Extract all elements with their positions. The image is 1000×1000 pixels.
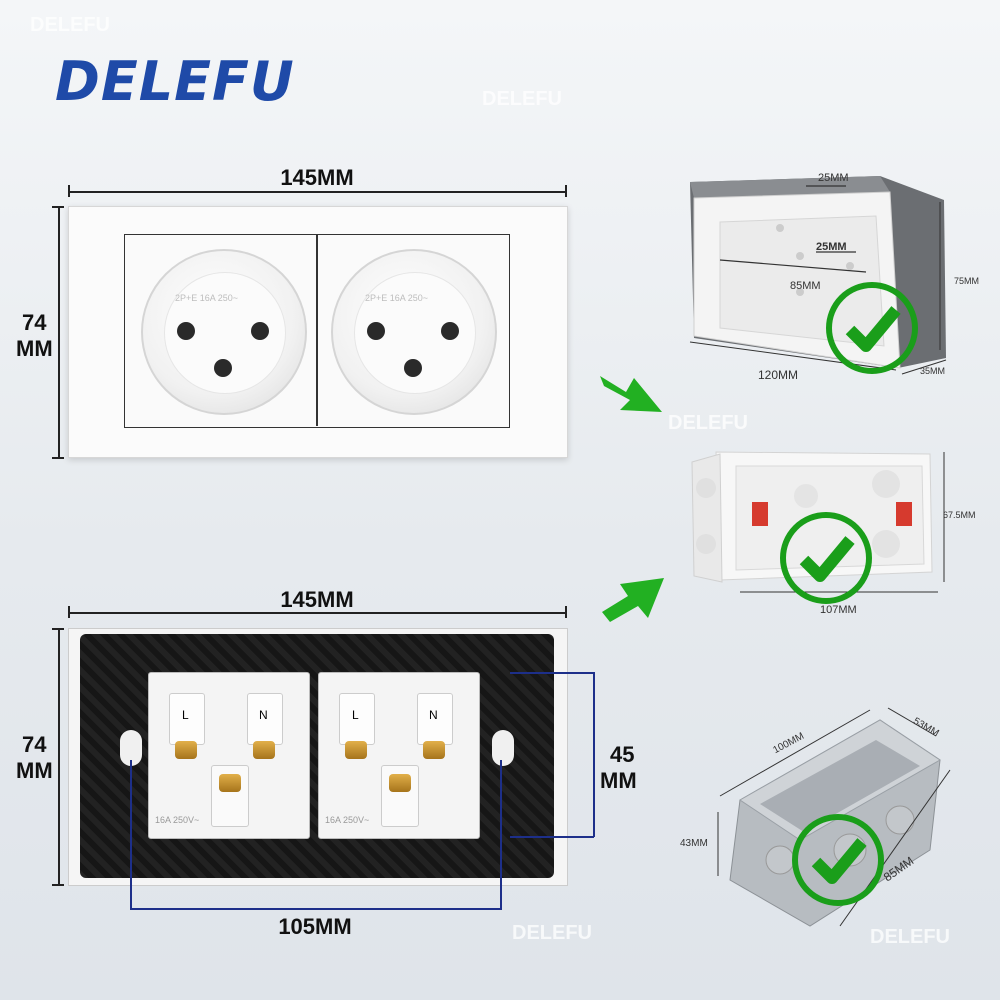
box3-height-label: 43MM (680, 838, 708, 849)
dimension-line (510, 672, 594, 674)
dimension-line (510, 836, 594, 838)
mount-spacing-label: 105MM (278, 914, 352, 939)
box1-top-label: 25MM (818, 172, 849, 184)
dimension-line (130, 908, 501, 910)
brass-contact (175, 741, 197, 759)
mounting-box-plastic (689, 176, 947, 375)
earth-terminal (381, 765, 419, 827)
arrow-icon (600, 376, 662, 412)
watermark: DELEFU (668, 412, 748, 434)
socket-hole (441, 322, 459, 340)
dimension-line (68, 612, 566, 614)
socket-hole (367, 322, 385, 340)
back-height-label: 74 (22, 732, 47, 757)
back-width-label: 145MM (280, 587, 354, 612)
watermark: DELEFU (30, 14, 110, 36)
dimension-line (68, 191, 566, 193)
arrow-icon (602, 578, 664, 622)
box1-depth-label: 35MM (920, 366, 946, 376)
brass-contact (345, 741, 367, 759)
mounting-slot (492, 730, 514, 766)
dimension-tick (52, 628, 64, 630)
earth-terminal (211, 765, 249, 827)
dimension-tick (565, 606, 567, 618)
box2-height-label: 67.5MM (943, 510, 976, 520)
hole-height-label: 45 (610, 742, 635, 767)
front-height-unit: MM (16, 336, 53, 361)
terminal-label: L (182, 708, 189, 722)
socket-module: L N 16A 250V~ (318, 672, 480, 839)
box1-height-label: 75MM (954, 276, 980, 286)
mounting-slot (120, 730, 142, 766)
socket-rating: 2P+E 16A 250~ (365, 293, 429, 303)
socket-module: L N 16A 250V~ (148, 672, 310, 839)
watermark: DELEFU (512, 922, 592, 944)
dimension-line (58, 206, 60, 458)
socket-hole (177, 322, 195, 340)
brass-contact (423, 741, 445, 759)
module-rating: 16A 250V~ (155, 815, 200, 825)
terminal-label: L (352, 708, 359, 722)
dimension-line (58, 628, 60, 885)
socket-right: 2P+E 16A 250~ (331, 249, 497, 415)
back-height-unit: MM (16, 758, 53, 783)
dimension-line (500, 760, 502, 910)
terminal-n: N (417, 693, 453, 745)
box2-width-label: 107MM (820, 604, 857, 616)
dimension-tick (565, 185, 567, 197)
dimension-tick (68, 606, 70, 618)
socket-rating: 2P+E 16A 250~ (175, 293, 239, 303)
terminal-label: N (259, 708, 268, 722)
brass-contact (253, 741, 275, 759)
socket-hole (404, 359, 422, 377)
hole-height-unit: MM (600, 768, 637, 793)
front-divider (316, 234, 318, 426)
socket-hole (214, 359, 232, 377)
terminal-label: N (429, 708, 438, 722)
socket-hole (251, 322, 269, 340)
box1-inner-label: 25MM (816, 241, 847, 253)
brass-contact (389, 774, 411, 792)
terminal-l: L (169, 693, 205, 745)
check-icon (826, 282, 918, 374)
check-icon (792, 814, 884, 906)
watermark: DELEFU (482, 88, 562, 110)
socket-left: 2P+E 16A 250~ (141, 249, 307, 415)
dimension-line (130, 760, 132, 910)
front-width-label: 145MM (280, 165, 354, 190)
dimension-tick (52, 206, 64, 208)
brass-contact (219, 774, 241, 792)
front-height-label: 74 (22, 310, 47, 335)
watermark: DELEFU (870, 926, 950, 948)
terminal-l: L (339, 693, 375, 745)
check-icon (780, 512, 872, 604)
dimension-line (593, 672, 595, 837)
dimension-tick (52, 884, 64, 886)
box1-width-label: 120MM (758, 368, 799, 382)
dimension-tick (68, 185, 70, 197)
dimension-tick (52, 457, 64, 459)
module-rating: 16A 250V~ (325, 815, 370, 825)
brand-logo: DELEFU (55, 50, 295, 113)
terminal-n: N (247, 693, 283, 745)
box1-center-label: 85MM (790, 280, 821, 292)
